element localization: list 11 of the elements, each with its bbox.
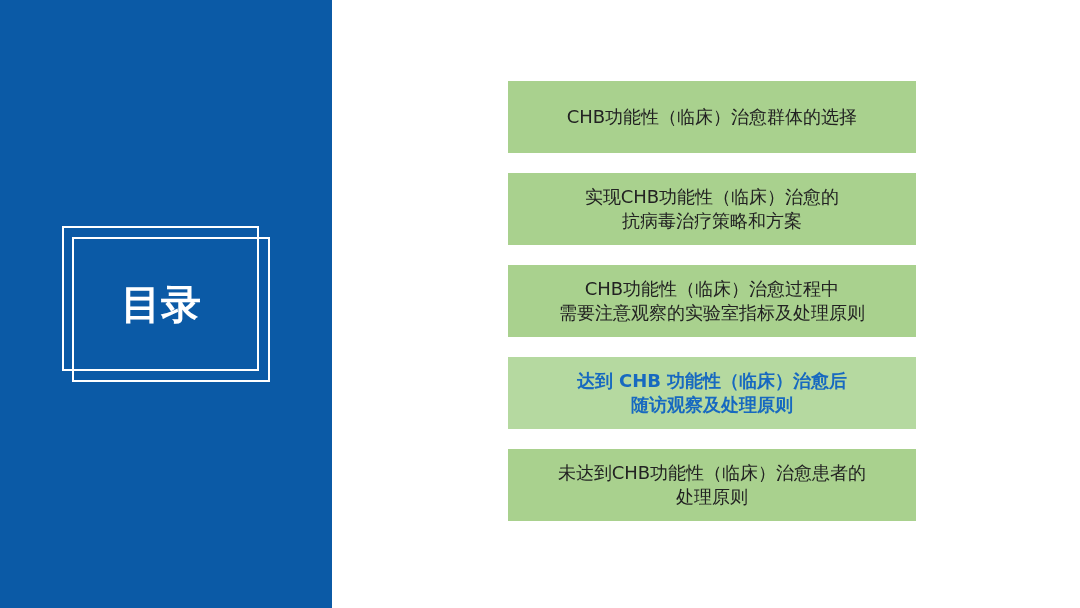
item-text: 实现CHB功能性（临床）治愈的抗病毒治疗策略和方案 bbox=[584, 185, 840, 233]
menu-item bbox=[508, 81, 916, 153]
menu-item bbox=[508, 449, 916, 521]
title: 目录 bbox=[121, 279, 201, 329]
item-text: CHB功能性（临床）治愈群体的选择 bbox=[566, 105, 858, 129]
item-text: 达到 CHB 功能性（临床）治愈后随访观察及处理原则 bbox=[576, 369, 848, 417]
item-text: 未达到CHB功能性（临床）治愈患者的处理原则 bbox=[557, 461, 867, 509]
menu-item bbox=[508, 173, 916, 245]
menu-item bbox=[508, 265, 916, 337]
menu-item bbox=[508, 357, 916, 429]
item-text: CHB功能性（临床）治愈过程中需要注意观察的实验室指标及处理原则 bbox=[559, 277, 865, 325]
